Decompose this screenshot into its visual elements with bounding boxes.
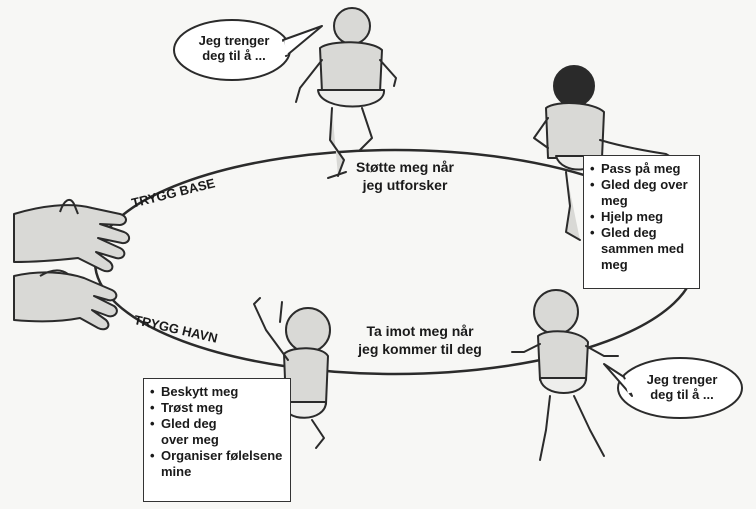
list-item: Hjelp meg [590,209,693,225]
speech-bubble-bottom-line2: deg til å ... [650,387,714,402]
welcome-return-line2: jeg kommer til deg [358,341,482,357]
list-item: Gled deg sammen med meg [590,225,693,273]
safe-haven-needs-list: Beskytt meg Trøst meg Gled deg over meg … [150,384,284,480]
list-item: Gled deg over meg [150,416,241,448]
support-explore-line1: Støtte meg når [355,159,454,175]
support-explore-label: Støtte meg når jeg utforsker [340,158,470,194]
speech-bubble-top-line2: deg til å ... [202,48,266,63]
hands-illustration [13,198,130,331]
list-item: Trøst meg [150,400,284,416]
list-item: Gled deg over meg [590,177,693,209]
support-explore-line2: jeg utforsker [362,177,448,193]
speech-bubble-bottom-line1: Jeg trenger [646,372,718,387]
secure-base-needs-list: Pass på meg Gled deg over meg Hjelp meg … [590,161,693,273]
child-exploring-illustration [295,7,397,179]
secure-base-needs-box: Pass på meg Gled deg over meg Hjelp meg … [583,155,700,289]
speech-bubble-top-line1: Jeg trenger [198,33,270,48]
speech-bubble-top-text: Jeg trenger deg til å ... [190,33,278,63]
speech-bubble-bottom-text: Jeg trenger deg til å ... [634,372,730,402]
list-item: Beskytt meg [150,384,284,400]
safe-haven-needs-box: Beskytt meg Trøst meg Gled deg over meg … [143,378,291,502]
welcome-return-line1: Ta imot meg når [366,323,474,339]
speech-bubble-bottom [603,357,743,419]
list-item: Organiser følelsene mine [150,448,291,480]
child-returning-illustration [511,289,619,461]
list-item: Pass på meg [590,161,693,177]
welcome-return-label: Ta imot meg når jeg kommer til deg [340,322,500,358]
child-climbing-illustration [533,65,677,241]
speech-bubble-top [173,19,323,81]
